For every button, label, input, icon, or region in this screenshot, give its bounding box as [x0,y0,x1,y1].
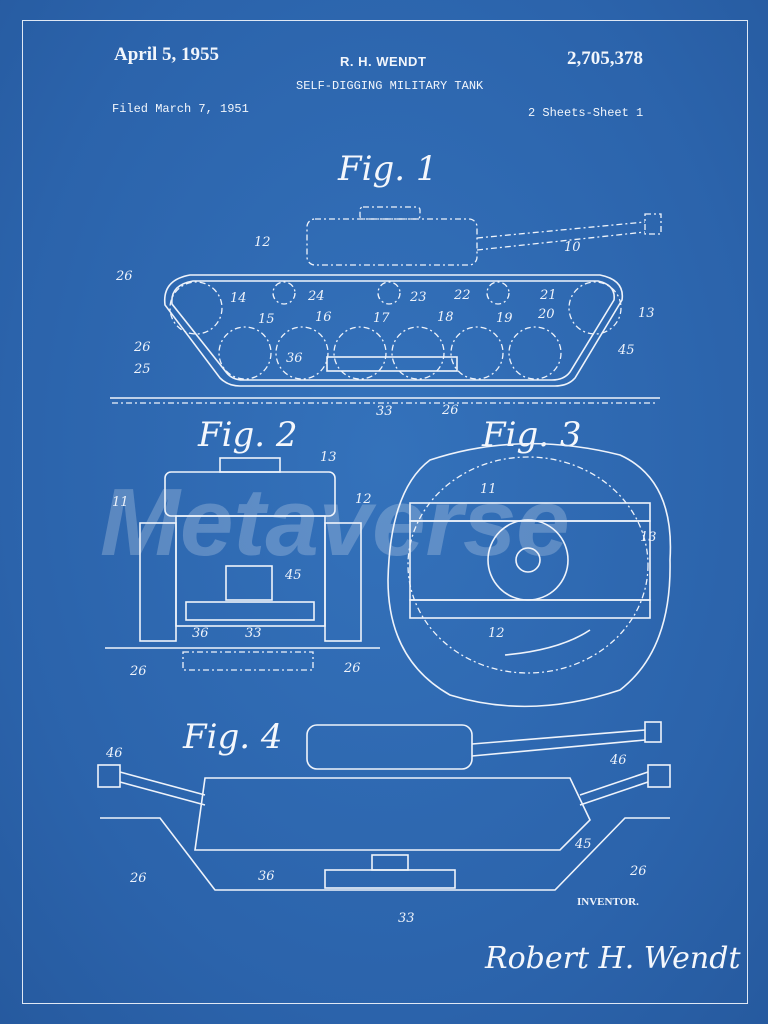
label: 25 [133,362,151,377]
digger-motor [225,565,273,601]
turret-center [515,547,541,573]
patent-number: 2,705,378 [567,48,643,69]
digger-motor [371,854,409,871]
inventor-caption: INVENTOR. [577,896,639,908]
label: 46 [105,746,123,761]
road-wheels [169,281,622,380]
fig4-title: Fig. 4 [182,717,282,757]
digging-plate [185,601,315,621]
right-digging-arm [579,771,649,806]
digging-unit [326,356,458,372]
fig1-title: Fig. 1 [337,149,437,189]
label: 33 [398,911,415,926]
label: 23 [409,290,427,305]
label: 22 [453,288,471,303]
label: 17 [373,311,390,326]
patent-date: April 5, 1955 [114,44,220,65]
label: 15 [258,312,275,327]
muzzle [644,721,662,743]
fig3-title: Fig. 3 [481,415,581,455]
pit-profile [100,817,670,891]
label: 36 [286,351,303,366]
right-arm-end [647,764,671,788]
label: 20 [537,307,555,322]
patent-title: SELF-DIGGING MILITARY TANK [296,79,484,93]
label: 26 [129,664,147,679]
label: 16 [315,310,332,325]
label: 13 [638,306,655,321]
inventor-signature: Robert H. Wendt [484,941,741,976]
label: 10 [564,240,581,255]
fig2-title: Fig. 2 [197,415,297,455]
muzzle [644,213,662,235]
turret [306,218,478,266]
label: 26 [441,403,459,418]
label: 33 [245,626,262,641]
label: 45 [617,343,635,358]
label: 14 [230,291,247,306]
inventor-name: R. H. WENDT [340,54,427,69]
label: 26 [115,269,133,284]
label: 13 [320,450,337,465]
label: 21 [539,288,557,303]
border-frame [22,20,748,1004]
label: 45 [574,837,592,852]
hull-hatched [194,777,591,851]
label: 12 [254,235,271,250]
label: 11 [480,482,497,497]
label: 36 [192,626,209,641]
label: 26 [133,340,151,355]
figure-2: Fig. 2 13 11 12 45 36 33 26 26 [105,415,380,679]
label: 33 [376,404,393,419]
label: 12 [488,626,505,641]
figure-4: Fig. 4 46 46 45 26 26 36 33 [97,717,671,926]
label: 13 [640,530,657,545]
figure-1: Fig. 1 26 12 10 14 24 23 22 21 [110,149,662,419]
track-inner [171,280,615,381]
label: 19 [496,311,513,326]
hatch [359,206,421,220]
label: 36 [258,869,275,884]
label: 26 [129,871,147,886]
rotation-arrow [504,629,591,656]
label: 24 [307,289,325,304]
hull [175,515,326,627]
left-arm-end [97,764,121,788]
label: 26 [343,661,361,676]
turret [306,724,473,770]
label: 11 [112,495,129,510]
pit-inner [407,456,649,674]
track-outer [163,274,624,387]
track-bottom [409,599,651,619]
digging-plate [324,869,456,889]
label: 46 [609,753,627,768]
excavation [182,651,314,671]
figure-3: Fig. 3 11 13 12 [387,415,672,708]
label: 26 [629,864,647,879]
turret-top-view [487,519,569,601]
filed-date: Filed March 7, 1951 [112,102,249,116]
pit-outline [387,442,672,708]
gun-barrel [471,729,646,757]
label: 18 [437,310,454,325]
sheet-number: 2 Sheets-Sheet 1 [528,106,644,120]
gun-barrel [476,221,646,251]
label: 12 [355,492,372,507]
left-digging-arm [119,771,206,806]
label: 45 [284,568,302,583]
